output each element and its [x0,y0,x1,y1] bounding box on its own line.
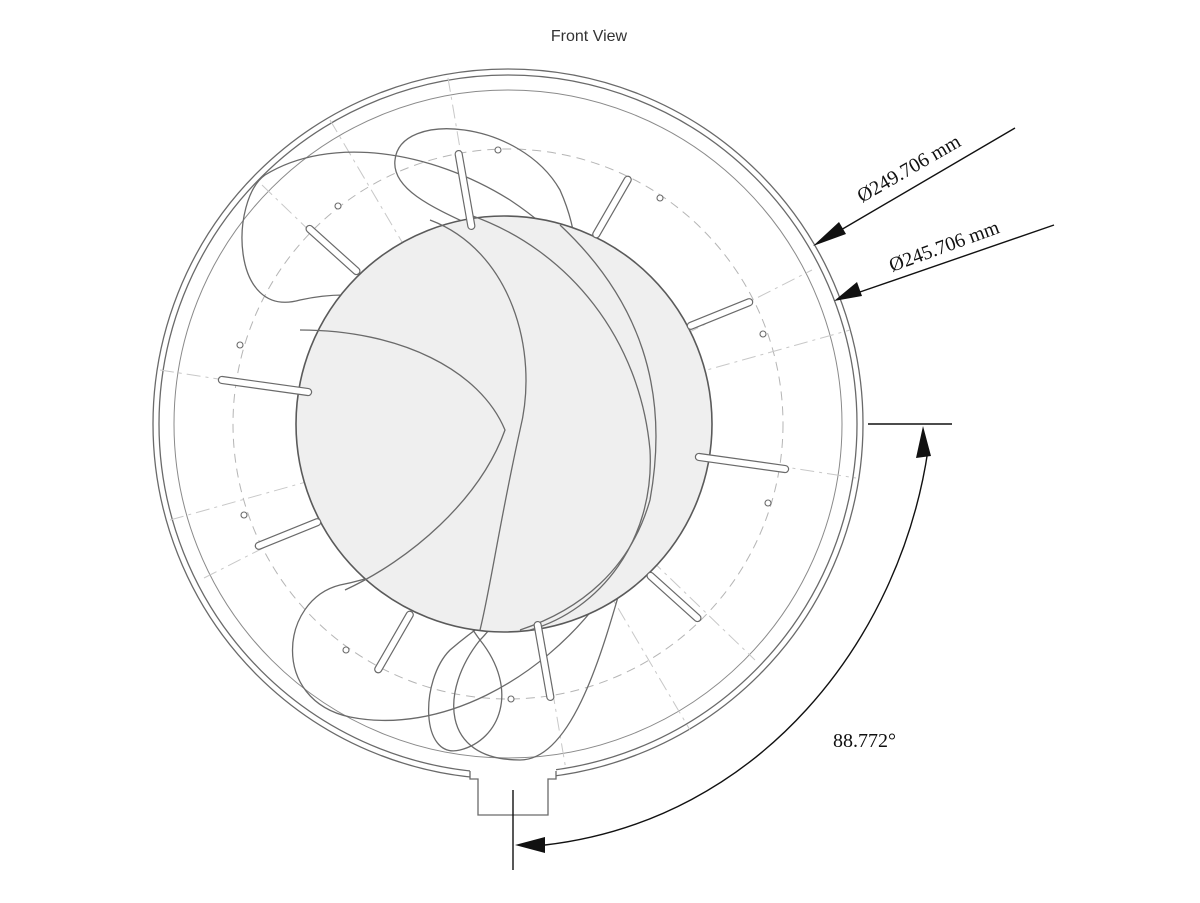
outer-diameter-label: Ø249.706 mm [854,130,965,207]
angle-label: 88.772° [833,730,896,752]
hub-vane-curves [299,214,657,631]
inner-diameter-dimension: Ø245.706 mm [834,216,1055,301]
inner-diameter-label: Ø245.706 mm [886,216,1003,276]
view-title: Front View [551,28,628,45]
hub-disc [295,215,713,633]
mounting-holes [236,146,772,703]
radial-spokes [217,149,790,702]
angle-dimension: 88.772° [512,423,952,870]
